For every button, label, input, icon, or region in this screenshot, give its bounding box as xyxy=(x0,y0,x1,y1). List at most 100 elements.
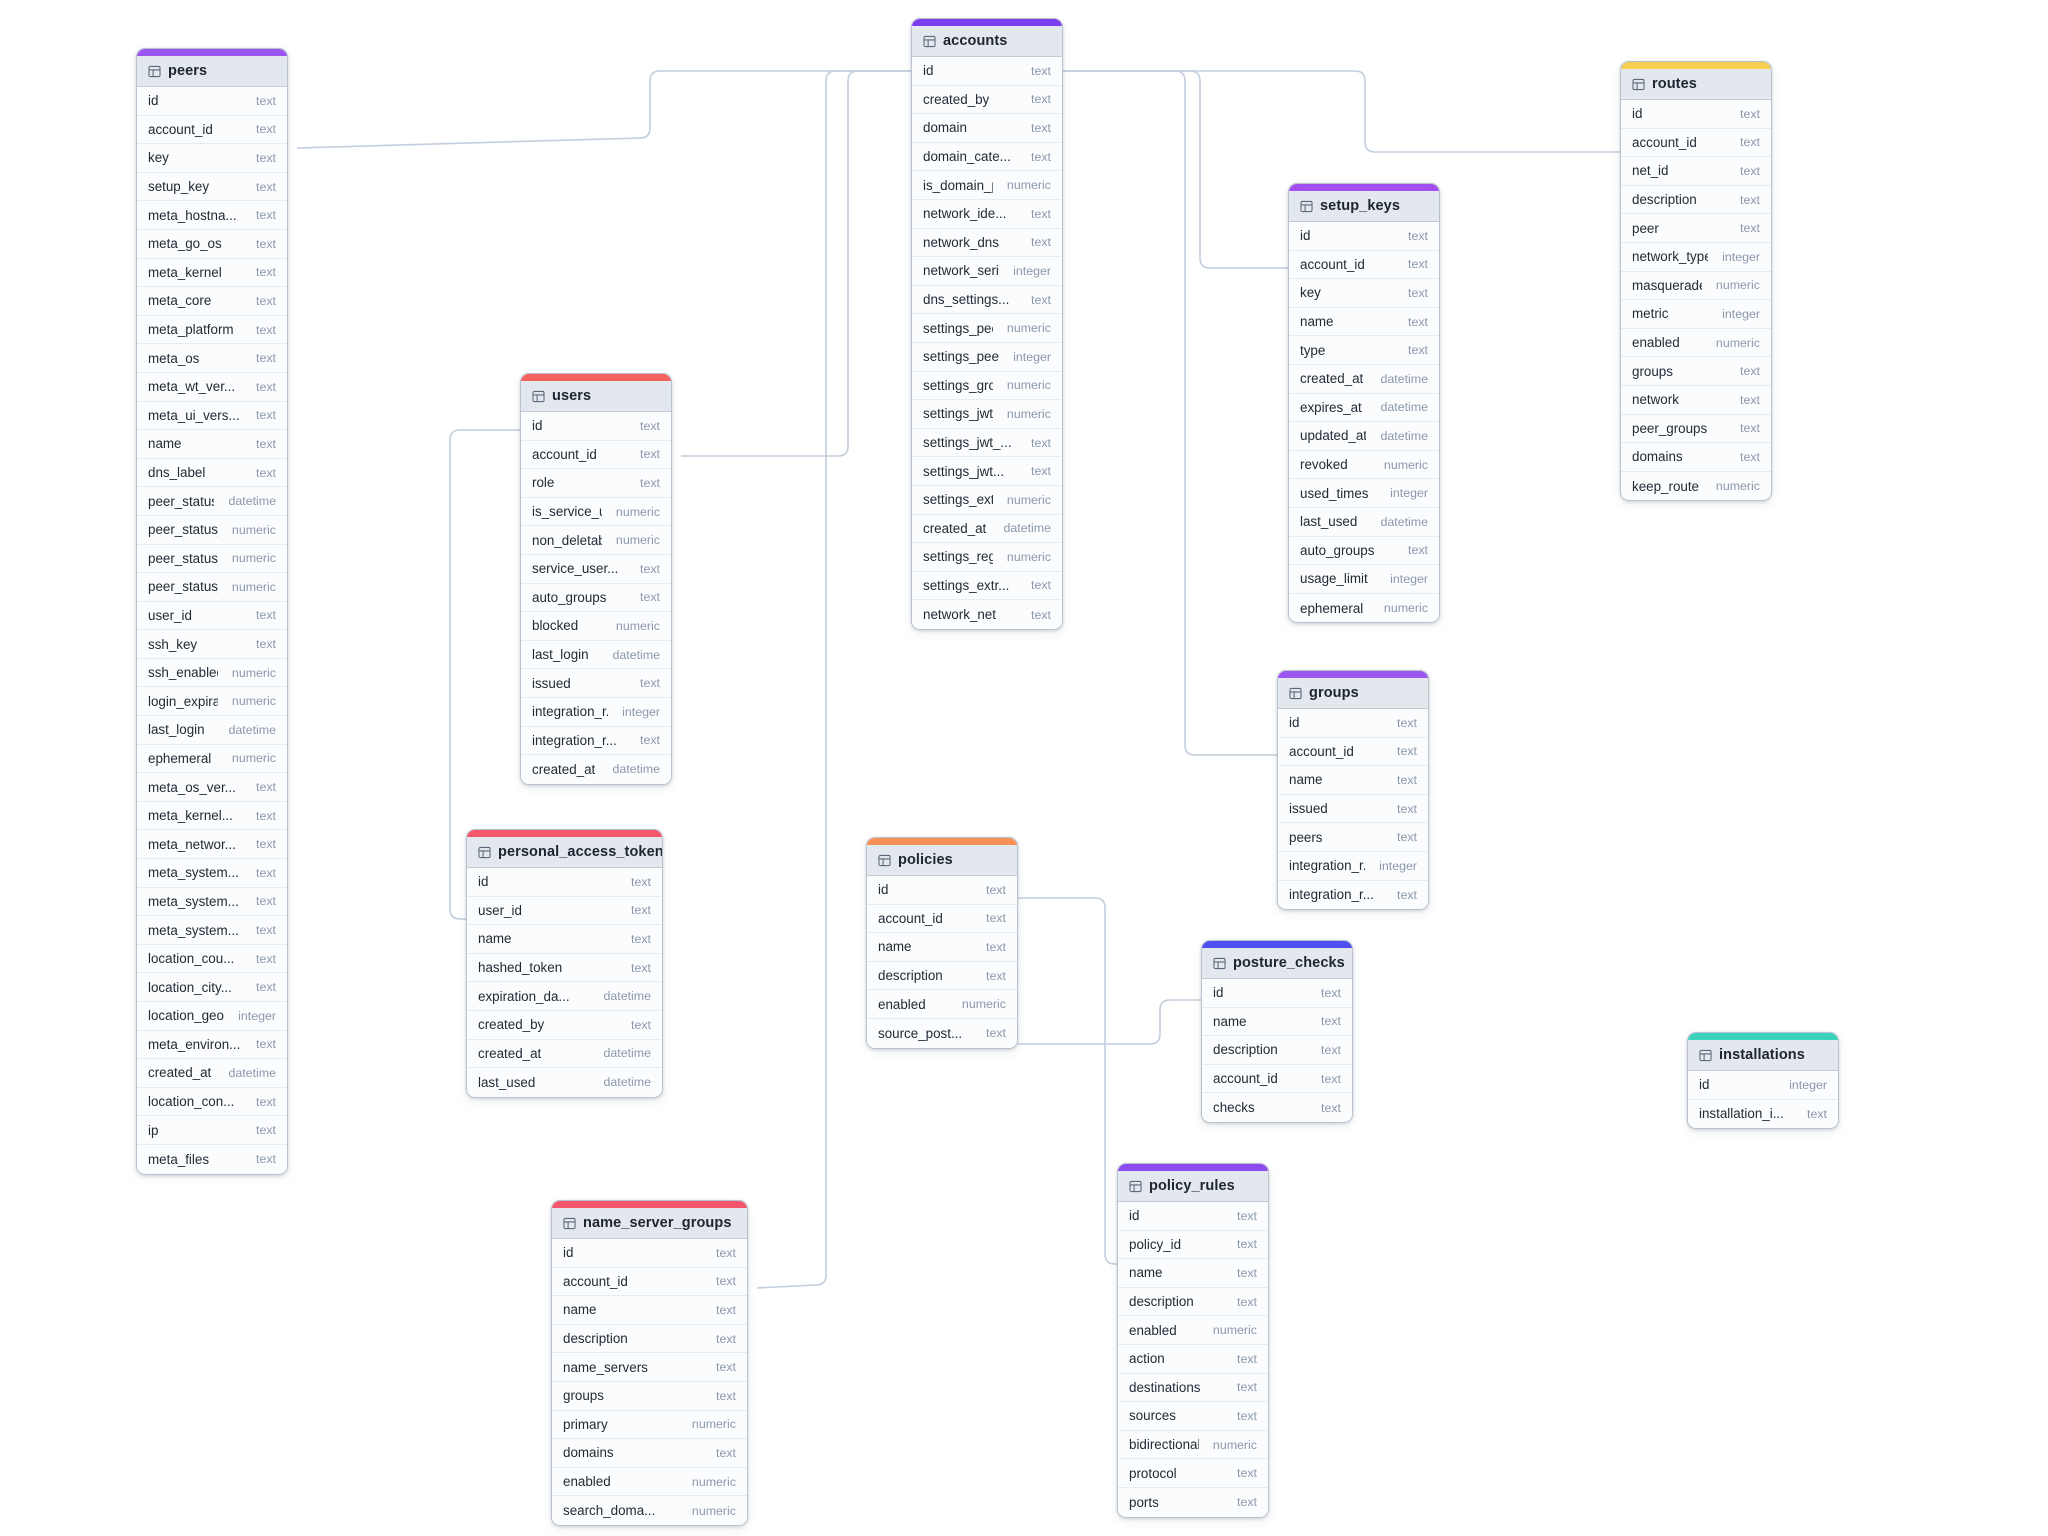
field-row[interactable]: settings_jwt...text xyxy=(912,457,1062,486)
field-row[interactable]: source_post...text xyxy=(867,1018,1017,1048)
field-row[interactable]: location_cou...text xyxy=(137,944,287,974)
field-row[interactable]: meta_ui_vers...text xyxy=(137,401,287,431)
field-row[interactable]: settings_jwt_...numeric xyxy=(912,400,1062,429)
table-header-routes[interactable]: routes xyxy=(1621,69,1771,100)
table-header-installations[interactable]: installations xyxy=(1688,1040,1838,1071)
field-row[interactable]: peer_status_...numeric xyxy=(137,515,287,545)
table-header-personal_access_tokens[interactable]: personal_access_tokens xyxy=(467,837,662,868)
field-row[interactable]: dns_settings...text xyxy=(912,285,1062,315)
field-row[interactable]: meta_system...text xyxy=(137,859,287,888)
field-row[interactable]: location_geo...integer xyxy=(137,1002,287,1031)
field-row[interactable]: meta_system...text xyxy=(137,887,287,917)
field-row[interactable]: settings_extr...numeric xyxy=(912,485,1062,515)
field-row[interactable]: meta_environ...text xyxy=(137,1030,287,1060)
field-row[interactable]: settings_pee...numeric xyxy=(912,314,1062,343)
field-row[interactable]: peer_status_...numeric xyxy=(137,573,287,602)
field-row[interactable]: settings_reg...numeric xyxy=(912,543,1062,572)
field-row[interactable]: network_serialinteger xyxy=(912,257,1062,286)
field-row[interactable]: is_domain_pr...numeric xyxy=(912,171,1062,200)
field-row[interactable]: integration_r...text xyxy=(1278,880,1428,910)
field-row[interactable]: location_con...text xyxy=(137,1087,287,1117)
table-header-policies[interactable]: policies xyxy=(867,845,1017,876)
field-row[interactable]: settings_pee...integer xyxy=(912,342,1062,372)
table-header-setup_keys[interactable]: setup_keys xyxy=(1289,191,1439,222)
field-row[interactable]: settings_jwt_...text xyxy=(912,428,1062,458)
field-row[interactable]: service_user...text xyxy=(521,554,671,584)
field-row[interactable]: login_expirati...numeric xyxy=(137,687,287,717)
field-row[interactable]: integration_r...integer xyxy=(1278,851,1428,881)
table-header-accounts[interactable]: accounts xyxy=(912,26,1062,57)
field-row[interactable]: is_service_us...numeric xyxy=(521,497,671,527)
field-row[interactable]: integration_r...integer xyxy=(521,697,671,727)
field-row[interactable]: network_ide...text xyxy=(912,199,1062,229)
field-row[interactable]: search_doma...numeric xyxy=(552,1496,747,1525)
field-row[interactable]: non_deletablenumeric xyxy=(521,526,671,555)
